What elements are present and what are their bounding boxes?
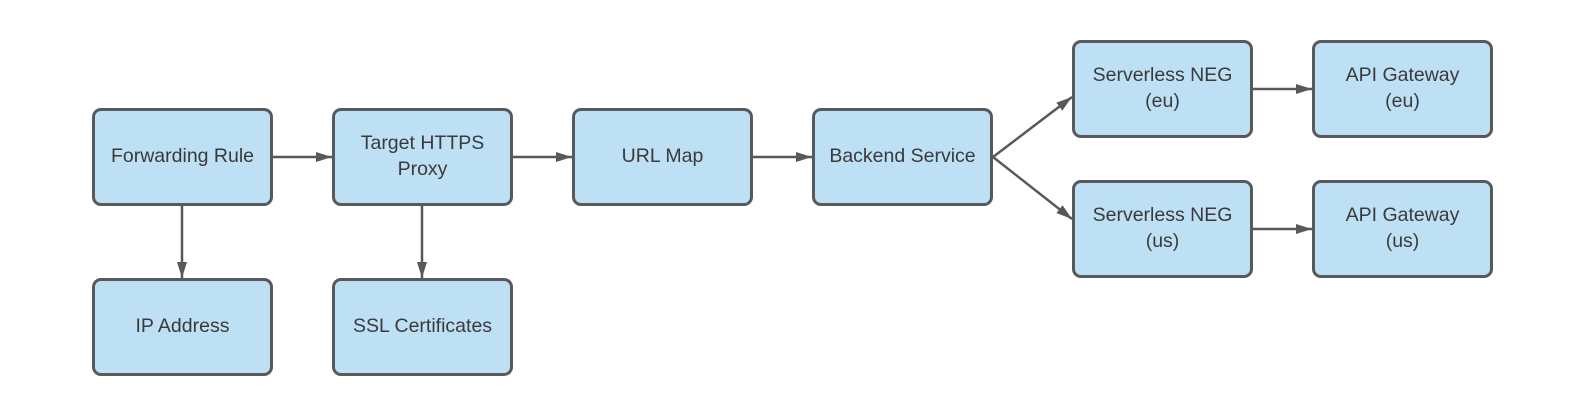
node-backend-service: Backend Service [812,108,993,206]
edge-backend-service-to-serverless-neg-eu [992,96,1073,158]
edge-backend-service-to-serverless-neg-us [992,156,1073,220]
node-target-https-proxy: Target HTTPS Proxy [332,108,513,206]
node-label: API Gateway [1345,204,1460,227]
node-serverless-neg-us: Serverless NEG (us) [1072,180,1253,278]
node-label: Serverless NEG [1092,64,1233,87]
node-label: Target HTTPS [360,132,485,155]
node-label: URL Map [621,145,704,168]
node-label: API Gateway [1345,64,1460,87]
node-label: (us) [1145,230,1180,252]
node-ssl-certificates: SSL Certificates [332,278,513,376]
node-api-gateway-eu: API Gateway (eu) [1312,40,1493,138]
node-label: SSL Certificates [352,315,493,338]
node-label: Forwarding Rule [110,145,255,168]
node-api-gateway-us: API Gateway (us) [1312,180,1493,278]
node-label: IP Address [135,315,230,338]
node-serverless-neg-eu: Serverless NEG (eu) [1072,40,1253,138]
node-label: (us) [1385,230,1420,252]
node-label: Backend Service [829,145,976,168]
node-label: (eu) [1385,90,1420,112]
node-url-map: URL Map [572,108,753,206]
node-label: (eu) [1145,90,1180,112]
node-forwarding-rule: Forwarding Rule [92,108,273,206]
node-label: Proxy [397,158,448,180]
node-ip-address: IP Address [92,278,273,376]
node-label: Serverless NEG [1092,204,1233,227]
